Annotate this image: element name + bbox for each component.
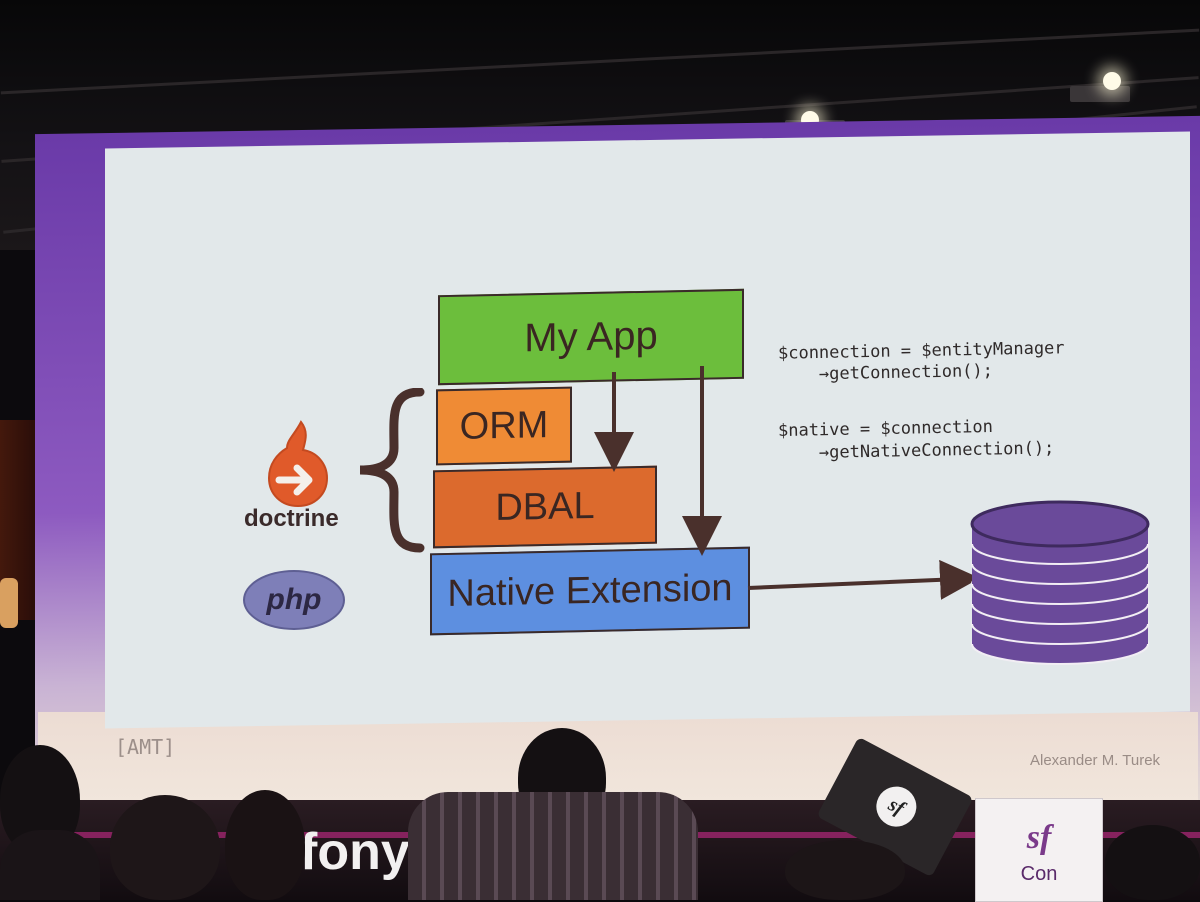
php-logo-text: php bbox=[266, 583, 322, 616]
audience-body bbox=[0, 830, 100, 900]
screen-lower-strip bbox=[38, 712, 1198, 802]
doctrine-wordmark: doctrine bbox=[244, 505, 339, 532]
slide-author: Alexander M. Turek bbox=[1030, 752, 1161, 769]
stage-light bbox=[1103, 72, 1121, 90]
audience-head bbox=[225, 790, 305, 900]
sfcon-podium: sf Con bbox=[975, 798, 1103, 902]
audience-head bbox=[110, 795, 220, 900]
php-logo: php bbox=[243, 570, 345, 630]
audience-head bbox=[785, 840, 905, 900]
audience-body-plaid bbox=[408, 792, 698, 900]
slide-footer-tag: [AMT] bbox=[115, 735, 176, 759]
code-line-2: →getConnection(); bbox=[777, 360, 994, 386]
database-icon bbox=[970, 500, 1150, 665]
symfony-logo-icon: sf bbox=[869, 779, 924, 834]
curly-brace-icon bbox=[359, 388, 425, 553]
sfcon-logo-icon: sf bbox=[1026, 819, 1052, 856]
light-fixture bbox=[1070, 86, 1130, 102]
symfony-banner: fony bbox=[300, 823, 410, 881]
sfcon-label: Con bbox=[1020, 863, 1058, 885]
doctrine-logo-icon bbox=[267, 420, 329, 508]
arrow-native-to-database bbox=[747, 559, 980, 600]
audience-head bbox=[1105, 825, 1200, 900]
speaker-hand bbox=[0, 578, 18, 628]
